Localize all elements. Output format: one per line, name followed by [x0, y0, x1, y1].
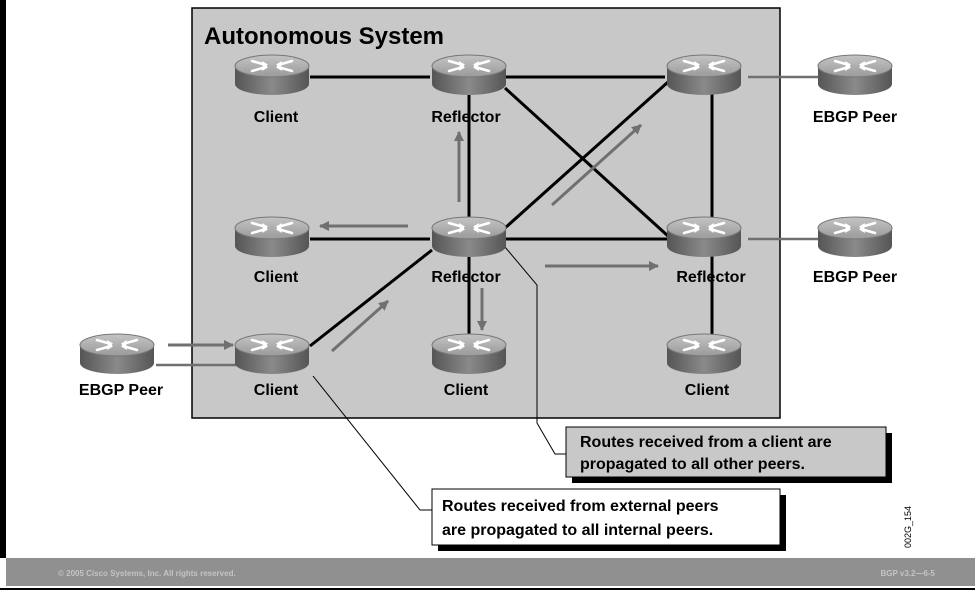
router-reflector-right-top — [665, 53, 743, 97]
callout-client-routes-line2: propagated to all other peers. — [580, 456, 805, 473]
propagation-arrows — [168, 123, 659, 353]
label-client-bottom-right: Client — [685, 382, 730, 399]
router-ebgp-peer-left — [78, 332, 156, 376]
label-ebgp-peer-mid: EBGP Peer — [813, 269, 897, 286]
label-ebgp-peer-top: EBGP Peer — [813, 109, 897, 126]
callout-external-routes-line2: are propagated to all internal peers. — [442, 522, 713, 539]
label-client-mid-left: Client — [254, 269, 299, 286]
links — [309, 75, 714, 348]
label-reflector-top: Reflector — [431, 109, 500, 126]
bgp-route-reflector-diagram: Autonomous System — [78, 7, 913, 551]
footer: © 2005 Cisco Systems, Inc. All rights re… — [0, 558, 975, 592]
label-client-bottom-center: Client — [444, 382, 489, 399]
figure-id: 002G_154 — [903, 506, 913, 548]
ebgp-links — [156, 75, 820, 367]
router-reflector-top — [430, 53, 508, 97]
router-client-bottom-center — [430, 332, 508, 376]
router-client-bottom-right — [665, 332, 743, 376]
label-client-bottom-left: Client — [254, 382, 299, 399]
label-reflector-center: Reflector — [431, 269, 500, 286]
router-client-mid-left — [233, 215, 311, 259]
link-r6-r3 — [503, 80, 670, 230]
footer-rule — [0, 588, 975, 590]
callout-client-routes-line1: Routes received from a client are — [580, 434, 832, 451]
footer-band — [6, 558, 975, 586]
as-title: Autonomous System — [204, 23, 444, 50]
callout-leaders — [312, 246, 568, 511]
label-ebgp-peer-left: EBGP Peer — [79, 382, 163, 399]
callout-client-routes-box — [565, 426, 887, 478]
leader-client-routes — [504, 246, 568, 455]
callout-client-routes: Routes received from a client are propag… — [565, 426, 892, 483]
label-client-top-left: Client — [254, 109, 299, 126]
router-reflector-right — [665, 215, 743, 259]
label-reflector-right: Reflector — [676, 269, 745, 286]
footer-copyright: © 2005 Cisco Systems, Inc. All rights re… — [58, 569, 236, 578]
callout-external-routes: Routes received from external peers are … — [431, 488, 786, 551]
router-client-top-left — [233, 53, 311, 97]
router-client-bottom-left — [233, 332, 311, 376]
arrow-client-to-reflector — [331, 299, 389, 353]
callout-external-routes-box — [431, 488, 781, 546]
callout-external-routes-line1: Routes received from external peers — [442, 498, 719, 515]
router-ebgp-peer-mid — [816, 215, 894, 259]
left-border — [0, 0, 6, 558]
footer-course-code: BGP v3.2—6-5 — [880, 569, 935, 578]
arrow-reflector-diag — [550, 123, 643, 207]
link-r2-r7 — [503, 86, 670, 238]
link-r11-r6 — [309, 248, 433, 348]
router-reflector-center — [430, 215, 508, 259]
leader-external-routes — [312, 375, 433, 511]
router-ebgp-peer-top — [816, 53, 894, 97]
